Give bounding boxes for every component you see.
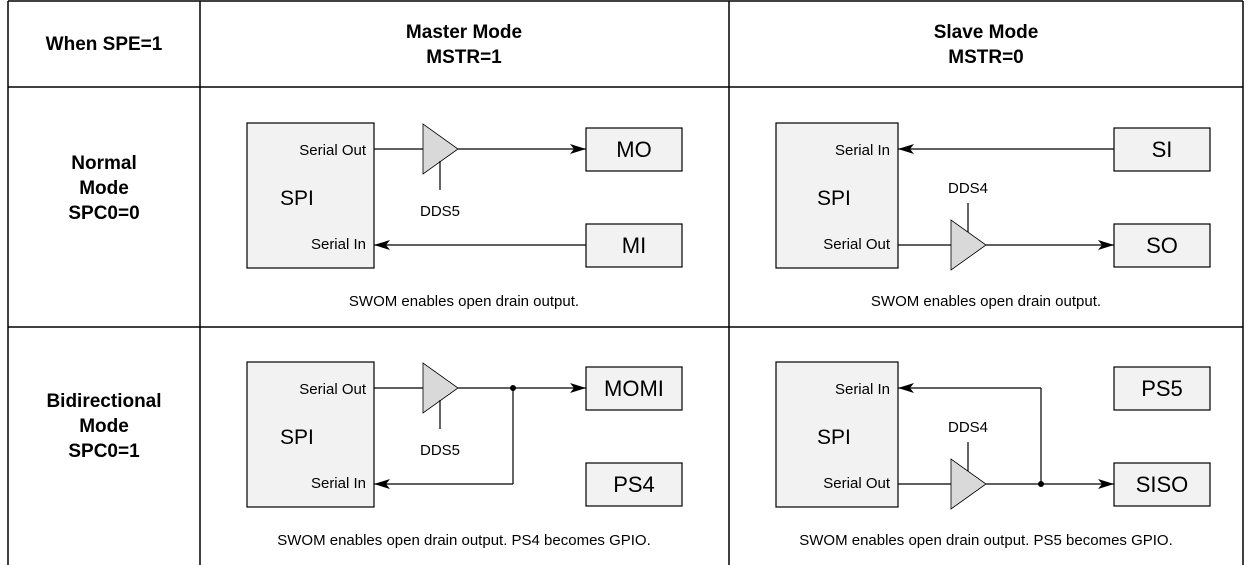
header-slave-sub: MSTR=0 — [948, 47, 1024, 68]
pin-ps5-label: PS5 — [1141, 376, 1183, 401]
spi-block — [775, 361, 899, 508]
spi-label: SPI — [280, 187, 314, 210]
row-normal-line2: Mode — [79, 178, 129, 199]
buffer-label-dds5: DDS5 — [420, 203, 460, 220]
pin-mo-label: MO — [616, 137, 651, 162]
serial-in-label: Serial In — [835, 381, 890, 398]
normal-slave-diagram: Serial In SPI Serial Out SI DDS4 SO SWOM… — [775, 122, 1211, 310]
header-master-sub: MSTR=1 — [426, 47, 502, 68]
buffer-label-dds5: DDS5 — [420, 442, 460, 459]
pin-si-label: SI — [1152, 137, 1173, 162]
pin-mi — [585, 223, 683, 268]
pin-momi — [585, 366, 683, 411]
caption-normal-slave: SWOM enables open drain output. — [871, 293, 1101, 310]
pin-mo — [585, 127, 683, 172]
buffer-label-dds4: DDS4 — [948, 419, 988, 436]
normal-master-diagram: Serial Out SPI Serial In DDS5 MO MI SWOM… — [246, 122, 683, 310]
header-corner: When SPE=1 — [46, 34, 163, 55]
pin-siso-label: SISO — [1136, 472, 1189, 497]
bidir-master-diagram: Serial Out SPI Serial In DDS5 MOMI PS4 S… — [246, 361, 683, 549]
caption-bidir-master: SWOM enables open drain output. PS4 beco… — [277, 532, 651, 549]
serial-in-label: Serial In — [311, 236, 366, 253]
pin-ps5 — [1113, 366, 1211, 411]
spi-label: SPI — [280, 426, 314, 449]
bidir-slave-diagram: Serial In SPI Serial Out DDS4 PS5 SISO S… — [775, 361, 1211, 549]
row-normal-line3: SPC0=0 — [68, 203, 139, 224]
row-bidir-line1: Bidirectional — [46, 391, 161, 412]
row-bidir-line3: SPC0=1 — [68, 441, 140, 462]
table-grid — [7, 0, 1244, 565]
serial-out-label: Serial Out — [823, 475, 891, 492]
buffer-icon — [950, 219, 987, 271]
caption-normal-master: SWOM enables open drain output. — [349, 293, 579, 310]
pin-so-label: SO — [1146, 233, 1178, 258]
buffer-icon — [950, 458, 987, 510]
serial-out-label: Serial Out — [299, 142, 367, 159]
spi-block — [246, 361, 375, 508]
serial-out-label: Serial Out — [823, 236, 891, 253]
header-master-title: Master Mode — [406, 22, 522, 43]
pin-ps4-label: PS4 — [613, 472, 655, 497]
row-normal-line1: Normal — [71, 153, 136, 174]
buffer-label-dds4: DDS4 — [948, 180, 988, 197]
pin-so — [1113, 223, 1211, 268]
pin-ps4 — [585, 462, 683, 507]
spi-block — [246, 122, 375, 269]
serial-in-label: Serial In — [835, 142, 890, 159]
pin-siso — [1113, 462, 1211, 507]
pin-mi-label: MI — [622, 233, 646, 258]
pin-momi-label: MOMI — [604, 376, 664, 401]
caption-bidir-slave: SWOM enables open drain output. PS5 beco… — [799, 532, 1173, 549]
row-bidir-line2: Mode — [79, 416, 129, 437]
spi-label: SPI — [817, 426, 851, 449]
spi-block — [775, 122, 899, 269]
serial-out-label: Serial Out — [299, 381, 367, 398]
header-slave-title: Slave Mode — [934, 22, 1039, 43]
serial-in-label: Serial In — [311, 475, 366, 492]
spi-label: SPI — [817, 187, 851, 210]
